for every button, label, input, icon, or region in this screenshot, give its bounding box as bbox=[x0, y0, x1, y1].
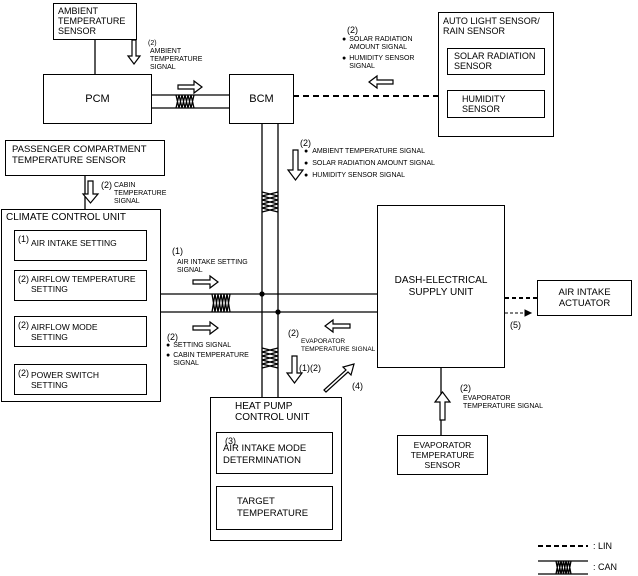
climate-item-num: (2) bbox=[18, 320, 29, 330]
hp-item-text: AIR INTAKE MODE DETERMINATION bbox=[223, 443, 307, 466]
bcm-box: BCM bbox=[229, 74, 294, 124]
climate-item-num: (2) bbox=[18, 368, 29, 378]
heat-pump-title: HEAT PUMP CONTROL UNIT bbox=[235, 401, 310, 423]
bcm-down-list: ●AMBIENT TEMPERATURE SIGNAL ●SOLAR RADIA… bbox=[304, 148, 435, 179]
ambient-arrow-icon bbox=[126, 39, 142, 65]
hp-item-text: TARGET TEMPERATURE bbox=[237, 496, 309, 519]
bcm-down-arrow-icon bbox=[286, 149, 305, 181]
hp-dash-arrow-icon bbox=[323, 363, 355, 393]
pcm-box: PCM bbox=[43, 74, 152, 124]
solar-group-item: HUMIDITY SENSOR SIGNAL bbox=[349, 55, 415, 70]
climate-item-text: POWER SWITCH SETTING bbox=[31, 370, 99, 390]
heat-pump-control-unit: HEAT PUMP CONTROL UNIT (3) AIR INTAKE MO… bbox=[210, 397, 342, 541]
climate-item-num: (2) bbox=[18, 274, 29, 284]
air-intake-signal-num: (1) bbox=[172, 246, 183, 256]
bcm-down-num: (2) bbox=[300, 138, 311, 148]
arrow-4-label: (4) bbox=[352, 381, 363, 391]
arrow-5-label: (5) bbox=[510, 320, 521, 330]
sensor-bcm-arrow-icon bbox=[368, 74, 394, 90]
climate-item-text: AIRFLOW MODE SETTING bbox=[31, 322, 98, 342]
cabin-arrow-icon bbox=[81, 180, 100, 204]
hp-item-num: (3) bbox=[225, 436, 236, 446]
can-pcm-bcm bbox=[151, 94, 229, 109]
actuator-arrowhead-icon bbox=[524, 309, 533, 317]
evap-mid-label: EVAPORATOR TEMPERATURE SIGNAL bbox=[301, 338, 376, 353]
legend-can-symbol bbox=[538, 560, 588, 575]
legend-can-label: : CAN bbox=[593, 562, 618, 572]
solar-group-list: ●SOLAR RADIATION AMOUNT SIGNAL ●HUMIDITY… bbox=[342, 36, 415, 70]
evap-sensor-signal-label: EVAPORATOR TEMPERATURE SIGNAL bbox=[463, 395, 543, 410]
bcm-down-item: AMBIENT TEMPERATURE SIGNAL bbox=[312, 148, 426, 155]
climate-item-air-intake: (1) AIR INTAKE SETTING bbox=[14, 230, 147, 261]
setting-arrow-icon bbox=[192, 320, 219, 336]
climate-item-airflow-mode: (2) AIRFLOW MODE SETTING bbox=[14, 316, 147, 347]
climate-control-unit: CLIMATE CONTROL UNIT (1) AIR INTAKE SETT… bbox=[1, 209, 161, 402]
setting-signal-item: SETTING SIGNAL bbox=[173, 342, 232, 349]
evaporator-temperature-sensor: EVAPORATOR TEMPERATURE SENSOR bbox=[397, 435, 488, 475]
junction-dot bbox=[275, 309, 281, 315]
down-to-hp-arrow-icon bbox=[285, 355, 304, 384]
climate-item-text: AIRFLOW TEMPERATURE SETTING bbox=[31, 274, 136, 294]
humidity-sensor: HUMIDITY SENSOR bbox=[447, 90, 545, 118]
cabin-signal-num: (2) bbox=[101, 180, 112, 190]
solar-radiation-sensor: SOLAR RADIATION SENSOR bbox=[447, 48, 545, 75]
climate-item-airflow-temperature: (2) AIRFLOW TEMPERATURE SETTING bbox=[14, 270, 147, 301]
bcm-down-item: HUMIDITY SENSOR SIGNAL bbox=[312, 172, 406, 179]
hp-item-air-intake-mode: (3) AIR INTAKE MODE DETERMINATION bbox=[216, 432, 333, 474]
ambient-signal-num: (2) bbox=[148, 40, 157, 47]
solar-group-item: SOLAR RADIATION AMOUNT SIGNAL bbox=[349, 36, 413, 51]
passenger-compartment-temperature-sensor: PASSENGER COMPARTMENT TEMPERATURE SENSOR bbox=[5, 140, 165, 176]
climate-item-text: AIR INTAKE SETTING bbox=[31, 238, 117, 248]
ambient-signal-label: AMBIENT TEMPERATURE SIGNAL bbox=[150, 48, 203, 71]
climate-control-unit-title: CLIMATE CONTROL UNIT bbox=[6, 212, 127, 223]
junction-dot bbox=[259, 291, 265, 297]
can-climate-dash bbox=[161, 293, 377, 313]
setting-signal-num: (2) bbox=[167, 332, 178, 342]
auto-light-sensor-title: AUTO LIGHT SENSOR/ RAIN SENSOR bbox=[443, 16, 540, 36]
air-intake-actuator: AIR INTAKE ACTUATOR bbox=[537, 280, 632, 316]
setting-signal-item: CABIN TEMPERATURE SIGNAL bbox=[173, 352, 249, 367]
ambient-temperature-sensor: AMBIENT TEMPERATURE SENSOR bbox=[53, 3, 137, 40]
air-intake-signal-label: AIR INTAKE SETTING SIGNAL bbox=[177, 259, 248, 274]
air-intake-arrow-icon bbox=[192, 274, 219, 290]
hp-item-target-temperature: TARGET TEMPERATURE bbox=[216, 486, 333, 530]
setting-signal-list: ●SETTING SIGNAL ●CABIN TEMPERATURE SIGNA… bbox=[166, 342, 249, 367]
evap-mid-num: (2) bbox=[288, 328, 299, 338]
can-bcm-vertical bbox=[261, 124, 279, 397]
solar-group-num: (2) bbox=[347, 25, 358, 35]
climate-item-power-switch: (2) POWER SWITCH SETTING bbox=[14, 364, 147, 395]
cabin-signal-label: CABIN TEMPERATURE SIGNAL bbox=[114, 182, 167, 205]
pcm-bcm-arrow-icon bbox=[177, 79, 203, 95]
bcm-down-item: SOLAR RADIATION AMOUNT SIGNAL bbox=[312, 160, 435, 167]
evap-left-arrow-icon bbox=[324, 318, 351, 334]
dash-electrical-supply-unit: DASH-ELECTRICAL SUPPLY UNIT bbox=[377, 205, 505, 368]
legend-lin-label: : LIN bbox=[593, 541, 613, 551]
evap-sensor-signal-num: (2) bbox=[460, 383, 471, 393]
auto-light-rain-sensor: AUTO LIGHT SENSOR/ RAIN SENSOR SOLAR RAD… bbox=[438, 12, 554, 137]
evap-up-arrow-icon bbox=[433, 391, 452, 421]
down-to-hp-label: (1)(2) bbox=[299, 363, 321, 373]
climate-item-num: (1) bbox=[18, 234, 29, 244]
